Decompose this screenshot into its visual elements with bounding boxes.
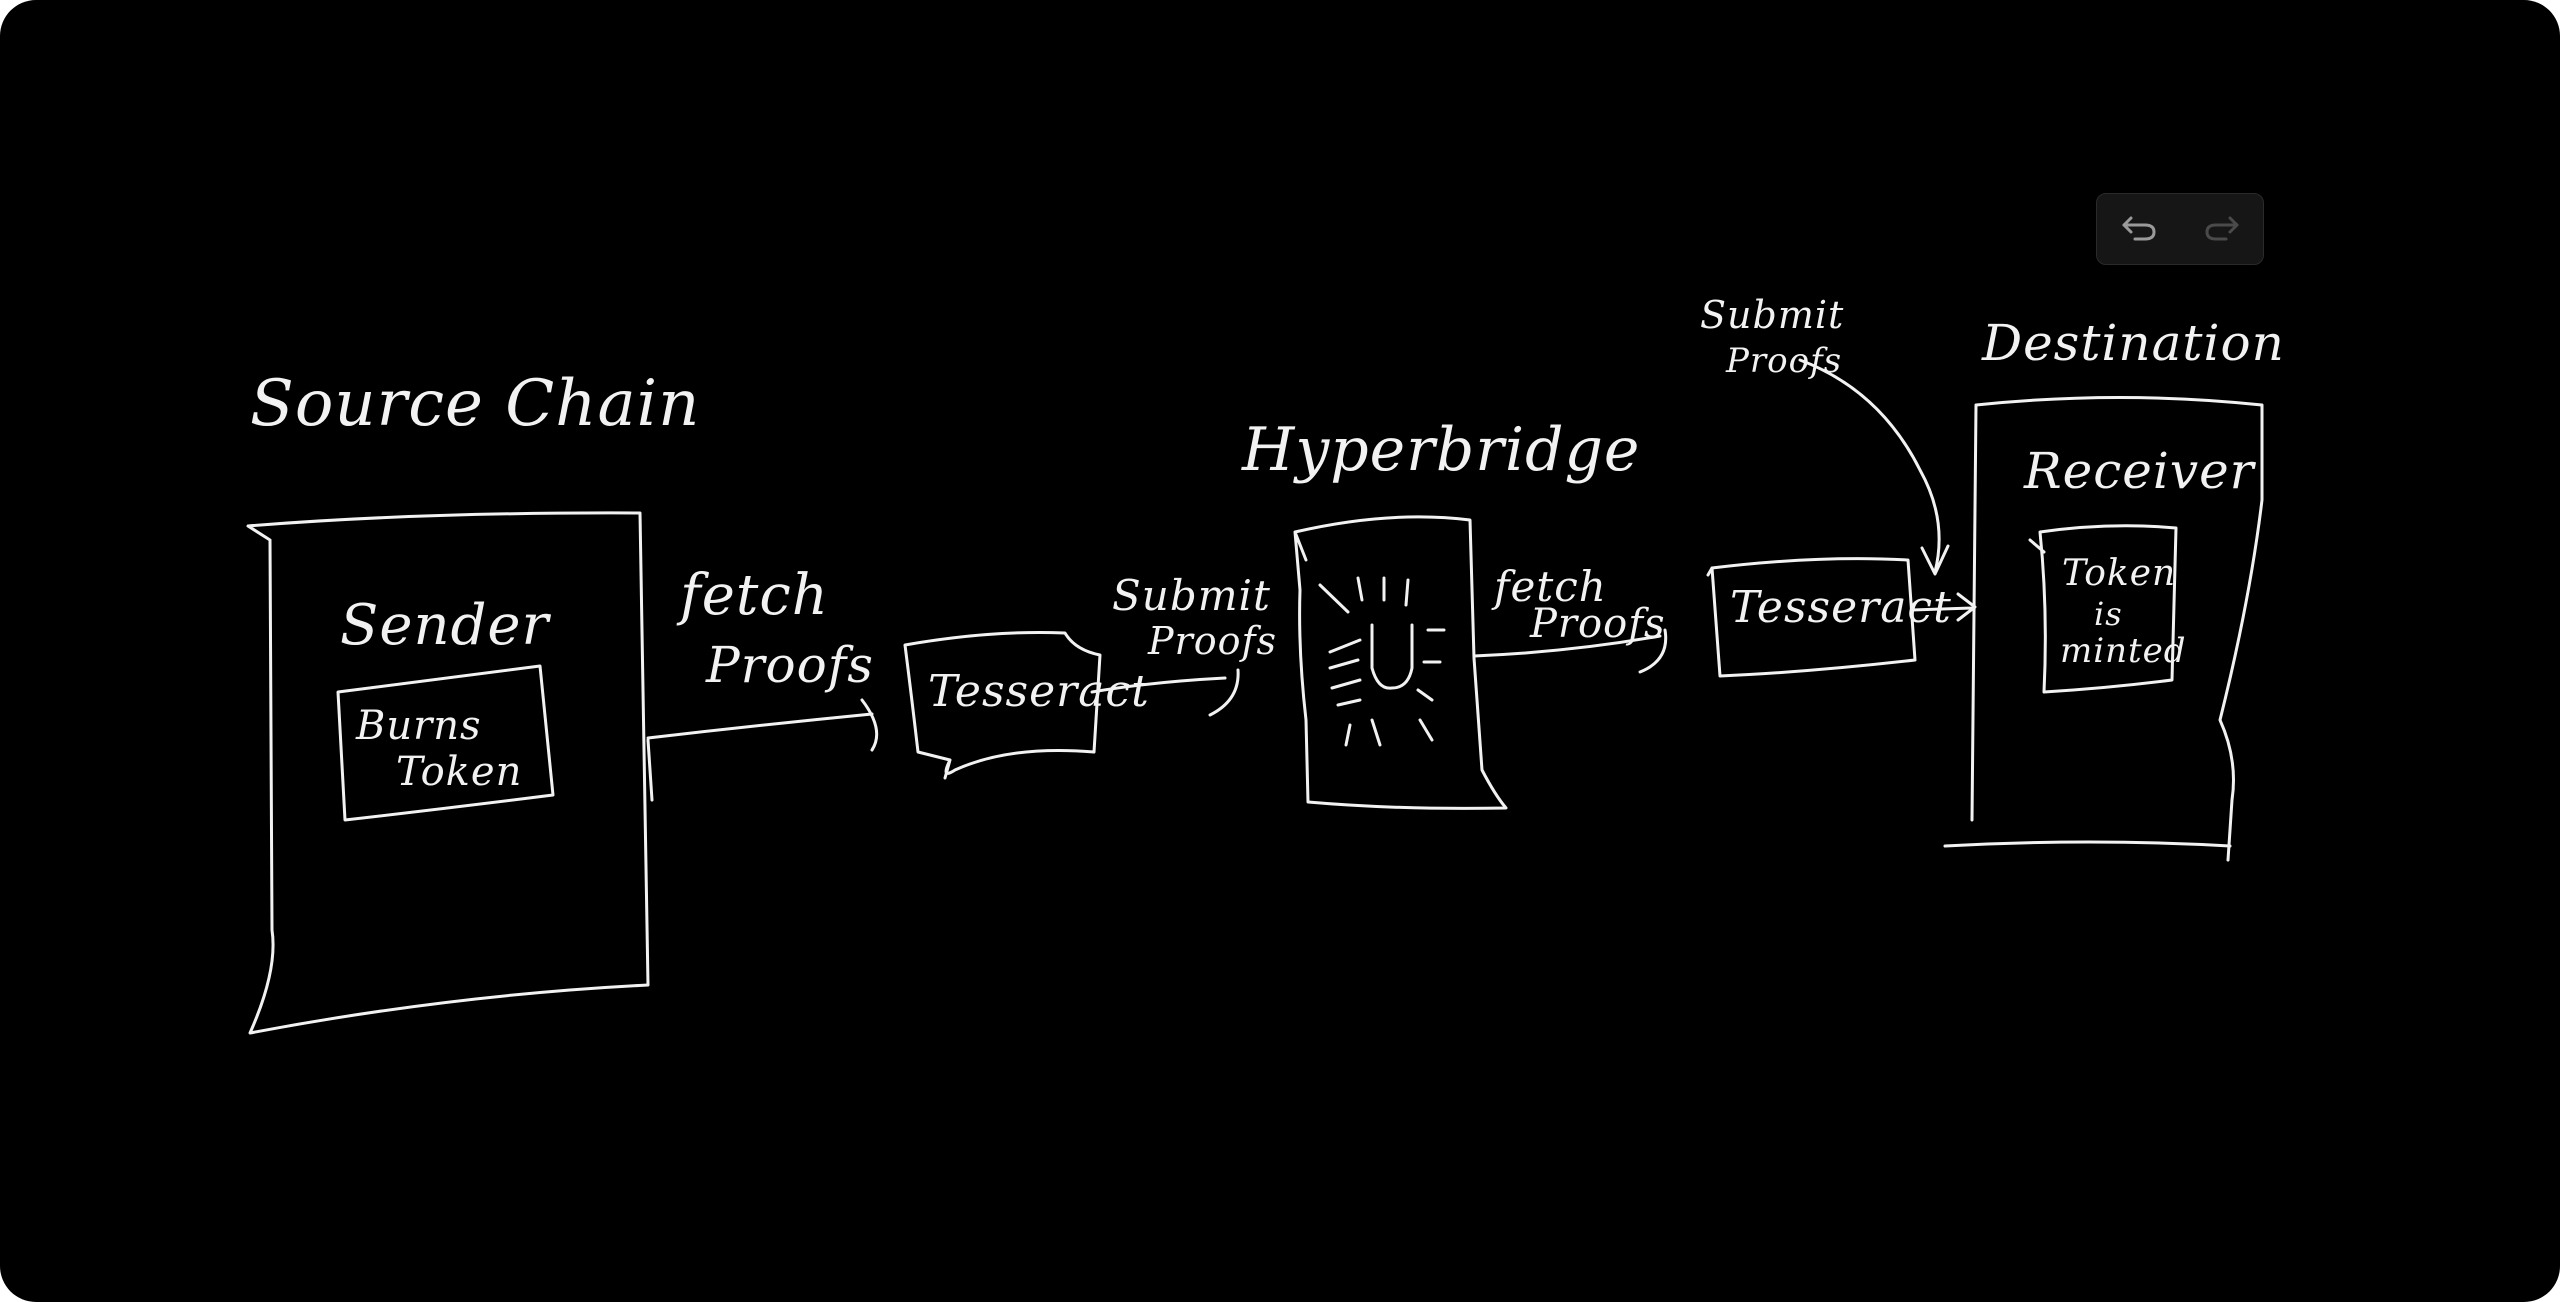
burns-token-box: [336, 664, 555, 822]
tesseract-1-box: [903, 631, 1102, 780]
burns-label: Burns: [356, 703, 482, 749]
tesseract-1-label: Tesseract: [928, 666, 1150, 717]
arrow-tesseract-to-hyperbridge: [1090, 668, 1240, 717]
token-minted-label-3: minted: [2060, 631, 2187, 671]
hyperbridge-box: [1293, 515, 1508, 810]
source-chain-label: Source Chain: [250, 367, 701, 441]
source-chain-box: [246, 511, 650, 1035]
proofs-label-2: Proofs: [1148, 619, 1278, 663]
token-minted-label-1: Token: [2062, 553, 2177, 594]
submit-label-2: Submit: [1700, 293, 1845, 337]
destination-label: Destination: [1982, 314, 2285, 372]
arrow-submit-to-tesseract: [1798, 358, 1950, 576]
sender-label: Sender: [340, 593, 550, 658]
history-toolbar: [2096, 193, 2264, 265]
hyperbridge-label: Hyperbridge: [1242, 415, 1641, 485]
undo-button[interactable]: [2111, 201, 2167, 257]
token-label: Token: [396, 749, 523, 795]
token-minted-box: [2028, 524, 2178, 694]
submit-label-1: Submit: [1112, 571, 1271, 620]
hyperbridge-magnet-icon: [1318, 576, 1446, 747]
proofs-label-4: Proofs: [1726, 341, 1843, 381]
proofs-label-3: Proofs: [1530, 601, 1666, 647]
destination-box: [1943, 396, 2264, 862]
tesseract-2-label: Tesseract: [1730, 582, 1952, 633]
redo-button[interactable]: [2194, 201, 2250, 257]
token-minted-label-2: is: [2094, 595, 2123, 633]
arrow-source-to-tesseract: [646, 698, 879, 802]
fetch-label-2: fetch: [1494, 562, 1607, 611]
undo-icon: [2121, 214, 2157, 245]
proofs-label-1: Proofs: [706, 636, 874, 694]
fetch-label-1: fetch: [680, 563, 829, 628]
redo-icon: [2204, 214, 2240, 245]
arrow-hyperbridge-to-tesseract: [1472, 628, 1668, 674]
receiver-label: Receiver: [2024, 442, 2255, 500]
